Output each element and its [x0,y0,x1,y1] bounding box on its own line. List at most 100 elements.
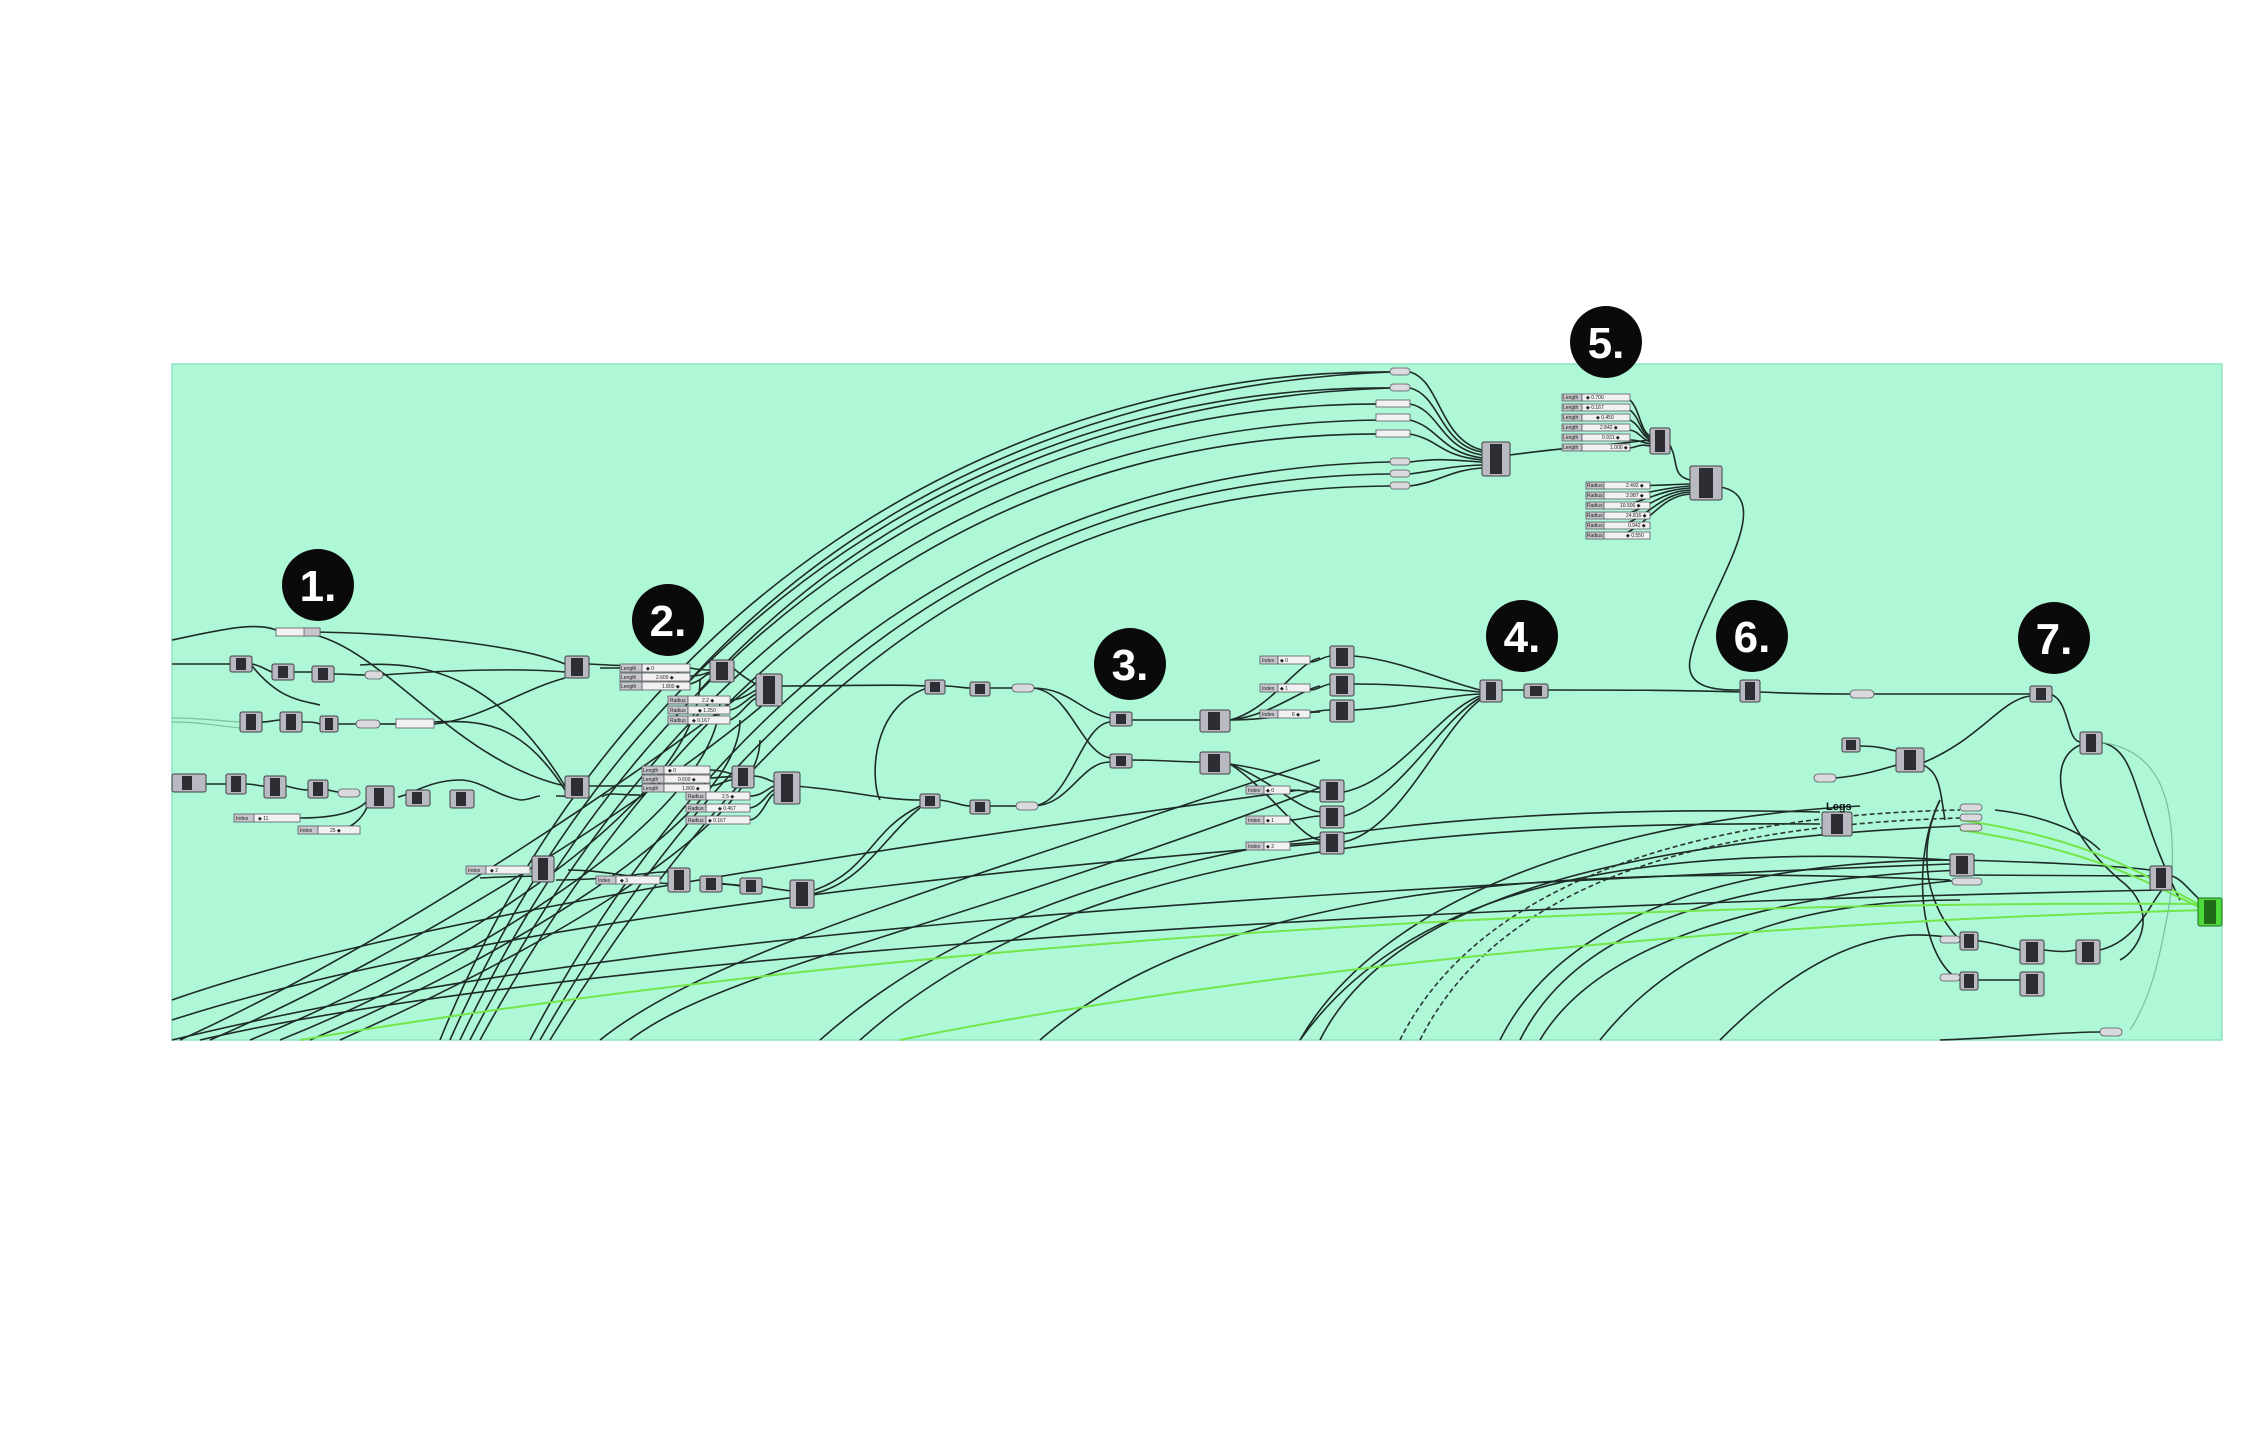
component-node[interactable] [2079,731,2103,755]
slider-index-7[interactable]: Index 6 ◆ [1259,709,1311,719]
component-node[interactable] [789,879,815,909]
slider-radius-9[interactable]: Radius 10.506 ◆ [1585,501,1651,510]
component-node[interactable] [225,773,247,795]
component-node[interactable] [564,655,590,679]
param-pill[interactable] [364,670,384,680]
component-node[interactable] [709,659,735,683]
slider-radius-8[interactable]: Radius 3.987 ◆ [1585,491,1651,500]
param-pill[interactable] [1389,481,1411,490]
param-pill[interactable] [1389,383,1411,392]
slider-index-4[interactable]: Index ◆ 3 [595,875,661,885]
param-pill[interactable] [1939,935,1961,944]
component-node[interactable] [1739,679,1761,703]
component-node[interactable] [531,855,555,883]
param-pill[interactable] [1389,457,1411,466]
component-node[interactable] [1959,971,1979,991]
component-node[interactable] [171,773,207,793]
slider-radius-7[interactable]: Radius 2.492 ◆ [1585,481,1651,490]
component-node[interactable] [263,775,287,799]
component-node[interactable] [1319,779,1345,803]
component-node[interactable] [1959,931,1979,951]
slider-radius-6[interactable]: Radius ◆ 0.167 [685,815,751,825]
slider-length-3[interactable]: Length 1.800 ◆ [619,681,691,691]
component-node[interactable] [1523,683,1549,699]
components[interactable]: Index ◆ 11 Index 25 ◆ Index ◆ 2 Index ◆ … [171,367,2223,1037]
component-node[interactable] [924,679,946,695]
component-node[interactable] [1329,699,1355,723]
slider-length-10[interactable]: Length 2.842 ◆ [1561,423,1631,432]
component-node[interactable] [239,711,263,733]
param-pill[interactable] [1959,823,1983,832]
component-node[interactable] [969,799,991,815]
component-node[interactable] [279,711,303,733]
slider-index-9[interactable]: Index ◆ 1 [1245,815,1291,825]
component-node[interactable] [699,875,723,893]
param-pill[interactable] [1959,803,1983,812]
slider-index-10[interactable]: Index ◆ 2 [1245,841,1291,851]
slider-radius-12[interactable]: Radius ◆ 0.550 [1585,531,1651,540]
number-slider[interactable] [1375,399,1411,408]
slider-length-5[interactable]: Length 0.600 ◆ [641,774,711,784]
component-node[interactable] [1649,427,1671,455]
slider-index-1[interactable]: Index ◆ 11 [233,813,301,823]
component-node[interactable] [919,793,941,809]
param-pill[interactable] [337,788,361,798]
param-pill[interactable] [1813,773,1837,783]
component-node[interactable] [1949,853,1975,877]
slider-length-1[interactable]: Length ◆ 0 [619,663,691,673]
component-node[interactable] [2019,971,2045,997]
component-node[interactable] [667,867,691,893]
component-node[interactable] [755,673,783,707]
component-node[interactable] [319,715,339,733]
slider-length-4[interactable]: Length ◆ 0 [641,765,711,775]
param-pill[interactable] [1389,469,1411,478]
component-node[interactable] [1479,679,1503,703]
slider-radius-10[interactable]: Radius 24.816 ◆ [1585,511,1651,520]
component-node[interactable] [1821,811,1853,837]
component-node[interactable] [1109,753,1133,769]
component-node[interactable] [1109,711,1133,727]
slider-length-8[interactable]: Length ◆ 0.167 [1561,403,1631,412]
component-node[interactable] [449,789,475,809]
component-node[interactable] [405,789,431,807]
component-node[interactable] [1689,465,1723,501]
component-node[interactable] [1199,751,1231,775]
component-node[interactable] [1841,737,1861,753]
slider-radius-11[interactable]: Radius 0.942 ◆ [1585,521,1651,530]
component-node[interactable] [271,663,295,681]
component-node[interactable] [731,765,755,789]
param-pill[interactable] [1011,683,1035,693]
slider-length-2[interactable]: Length 2.600 ◆ [619,672,691,682]
slider-index-2[interactable]: Index 25 ◆ [297,825,361,835]
slider-length-7[interactable]: Length ◆ 0.700 [1561,393,1631,402]
component-node[interactable] [739,877,763,895]
number-slider[interactable] [1375,413,1411,422]
slider-index-5[interactable]: Index ◆ 0 [1259,655,1311,665]
param-pill[interactable] [355,719,381,729]
component-node[interactable] [1329,645,1355,669]
component-node[interactable] [307,779,329,799]
number-slider[interactable] [1375,429,1411,438]
param-pill[interactable] [1015,801,1039,811]
component-node[interactable] [365,785,395,809]
component-node[interactable] [1895,747,1925,773]
slider-handle[interactable] [303,627,321,637]
slider-index-8[interactable]: Index ◆ 0 [1245,785,1291,795]
component-node[interactable] [1329,673,1355,697]
param-pill[interactable] [1951,877,1983,886]
component-node[interactable] [2149,865,2173,891]
component-node[interactable] [2019,939,2045,965]
slider-length-6[interactable]: Length 1.800 ◆ [641,783,711,793]
component-node[interactable] [311,665,335,683]
param-pill[interactable] [2099,1027,2123,1037]
component-node[interactable] [1319,805,1345,829]
param-pill[interactable] [1939,973,1961,982]
component-node[interactable] [2075,939,2101,965]
slider-length-9[interactable]: Length ◆ 0.450 [1561,413,1631,422]
component-node[interactable] [1199,709,1231,733]
param-pill[interactable] [1389,367,1411,376]
component-node[interactable] [2029,685,2053,703]
param-pill[interactable] [1959,813,1983,822]
slider-radius-5[interactable]: Radius ◆ 0.467 [685,803,751,813]
